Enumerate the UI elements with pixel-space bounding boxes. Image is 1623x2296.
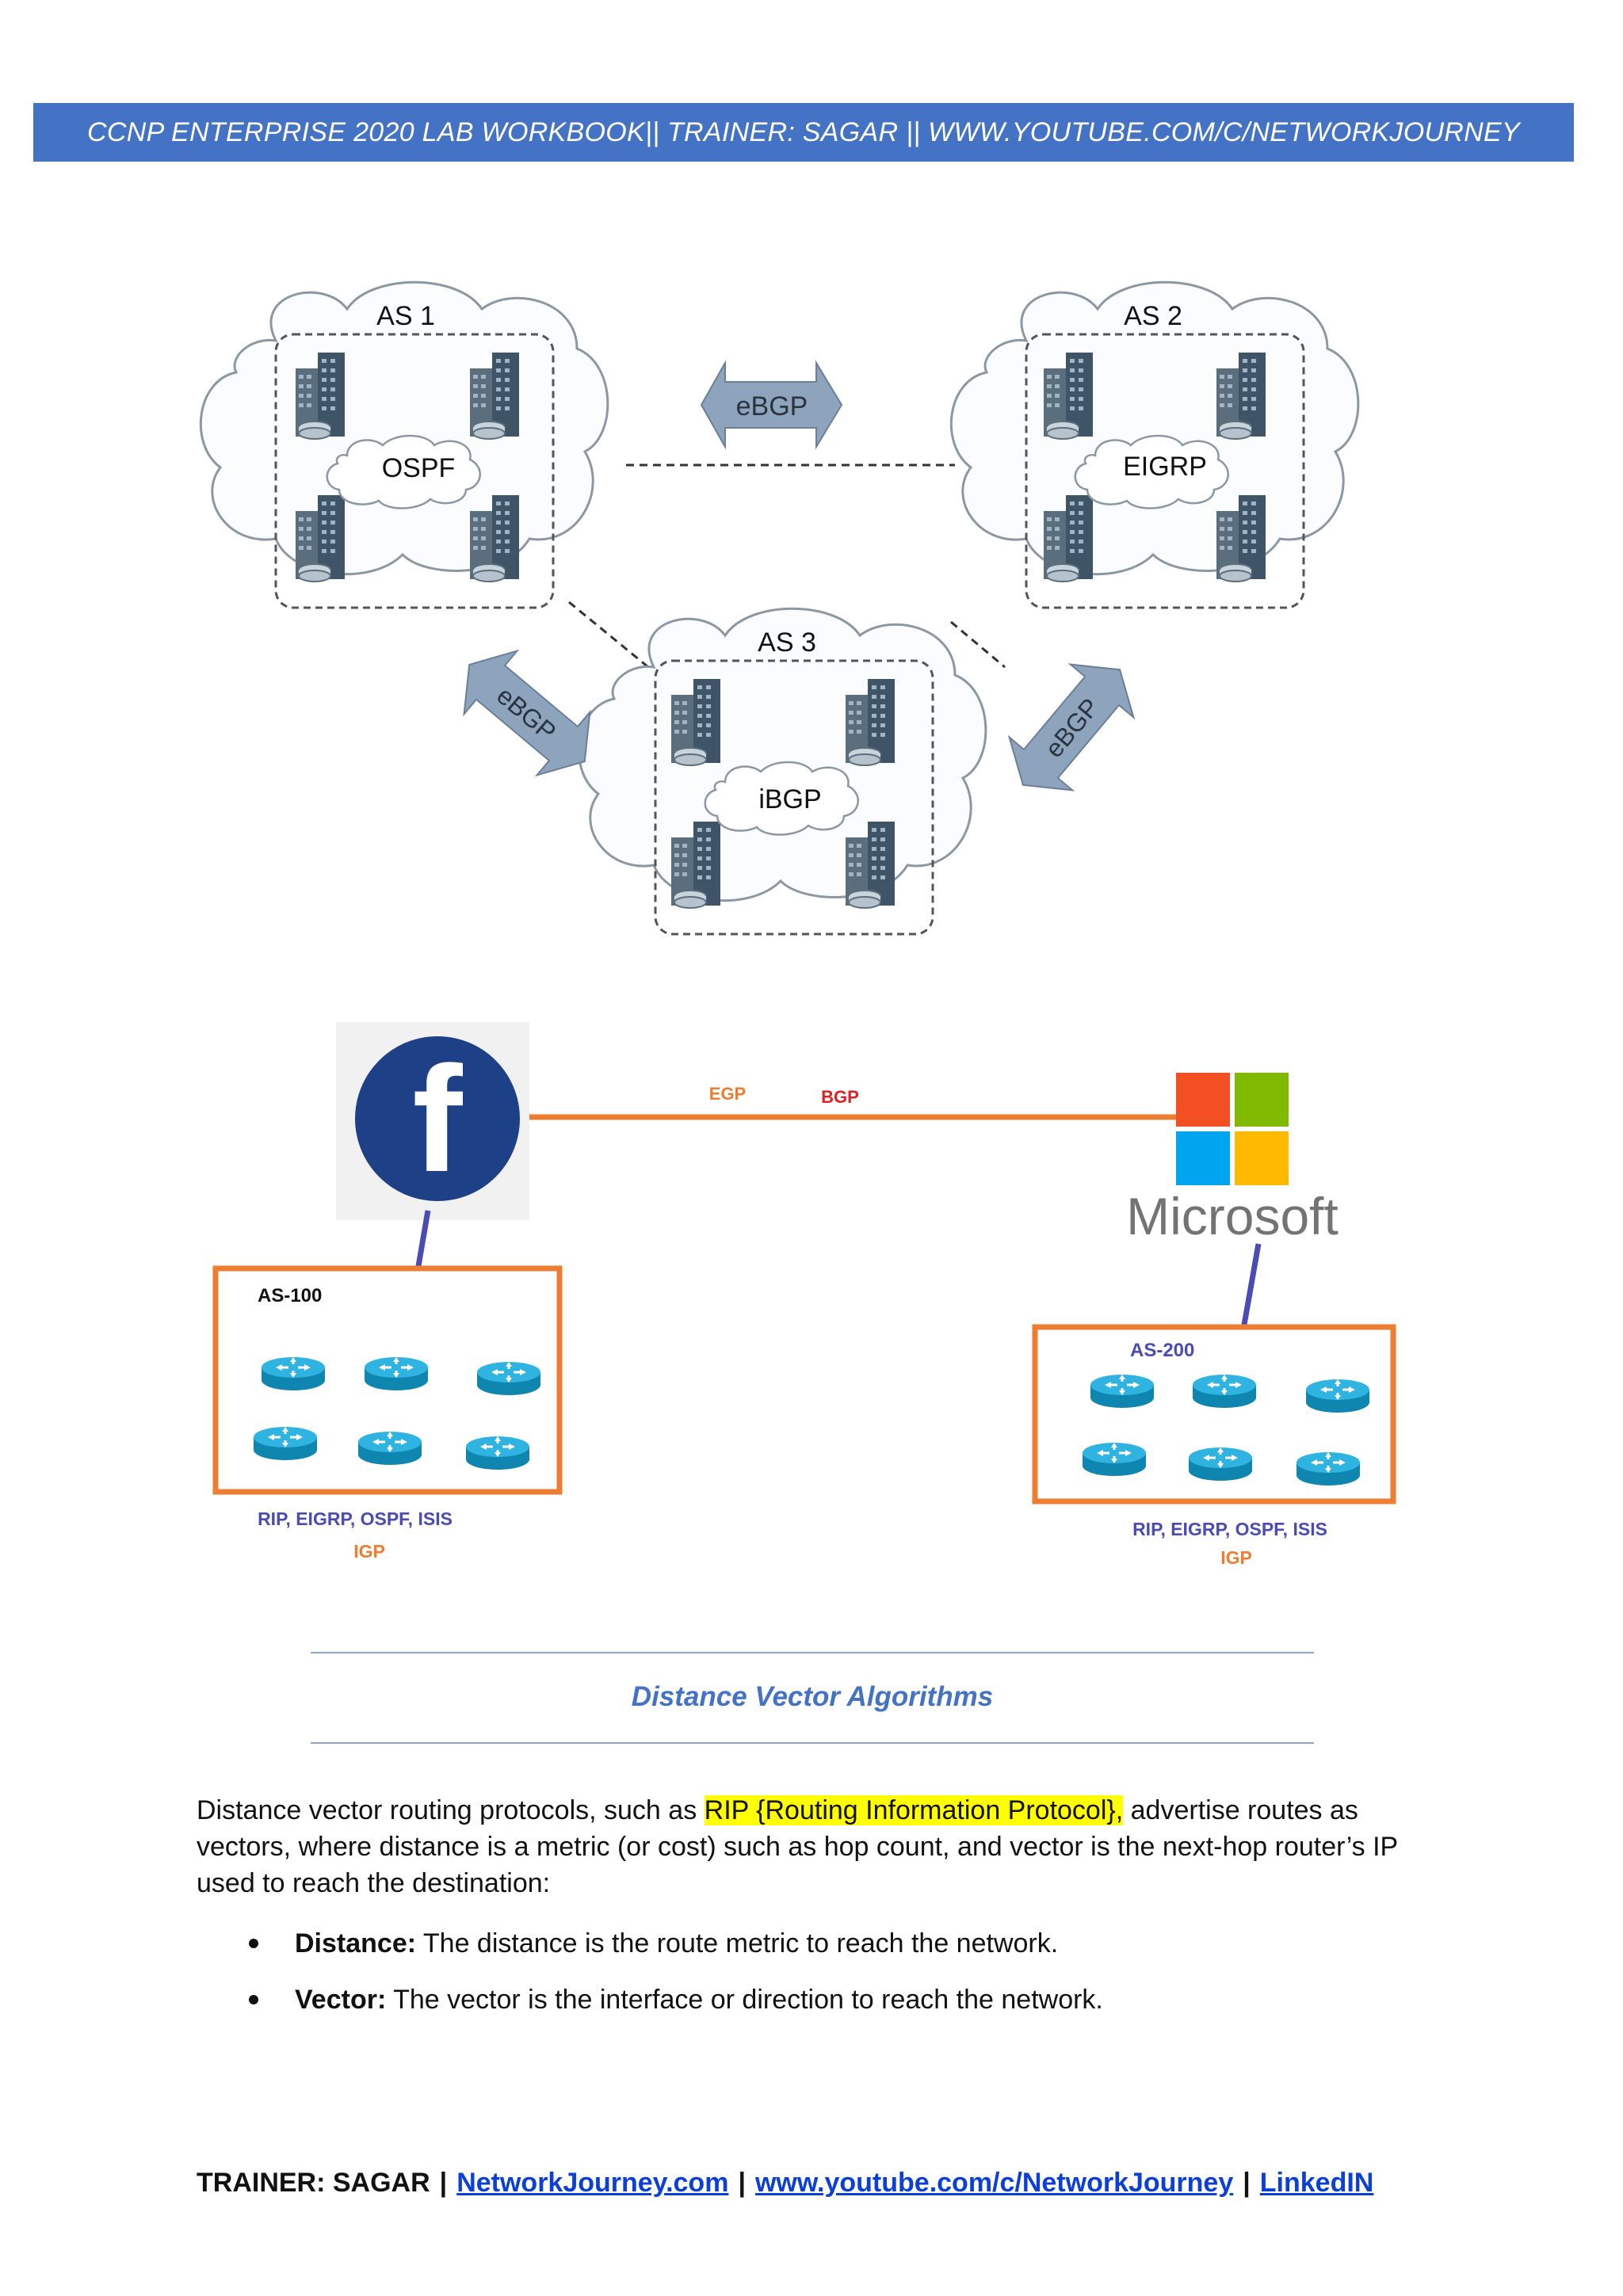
section-rule-top [311,1652,1314,1653]
bullet-text: The distance is the route metric to reac… [416,1928,1059,1958]
router-icon [363,1356,430,1392]
bullet-term: Distance: [295,1928,417,1958]
as2-label: AS 2 [1124,301,1182,331]
footer-link-networkjourney[interactable]: NetworkJourney.com [456,2168,729,2198]
as3-cloud [577,607,987,936]
footer: TRAINER: SAGAR | NetworkJourney.com | www.yo… [197,2168,1373,2199]
as1-protocol: OSPF [382,453,456,483]
router-icon [1187,1446,1254,1482]
network-figures: AS 1 OSPF AS 2 EIGRP AS 3 iBGP eBGP eBGP… [199,280,1396,1568]
as200-protocols: RIP, EIGRP, OSPF, ISIS [1132,1519,1327,1539]
ebgp-arrow-left: eBGP [463,649,591,777]
egp-label: EGP [709,1084,746,1104]
body-paragraph: Distance vector routing protocols, such … [197,1792,1433,1901]
router-icon [252,1425,319,1462]
bullet-term: Vector: [295,1985,387,2015]
footer-separator: | [1243,2168,1251,2198]
bullet-vector: Vector: The vector is the interface or d… [197,1981,1433,2018]
footer-link-linkedin[interactable]: LinkedIN [1259,2168,1374,2198]
as100-label: AS-100 [258,1285,322,1306]
router-icon [1295,1451,1361,1487]
rip-highlight: RIP {Routing Information Protocol}, [704,1795,1124,1825]
facebook-logo: f [336,1022,529,1220]
as200-type: IGP [1220,1547,1252,1568]
router-icon [1081,1441,1148,1478]
section-rule-bottom [311,1742,1314,1744]
as100-box: AS-100 [212,1265,563,1495]
router-icon [357,1430,423,1466]
microsoft-logo: Microsoft [1126,1073,1338,1245]
as2-protocol: EIGRP [1123,452,1207,482]
as200-label: AS-200 [1130,1340,1194,1361]
as3-label: AS 3 [758,627,816,658]
as100-type: IGP [353,1541,385,1562]
footer-link-youtube[interactable]: www.youtube.com/c/NetworkJourney [754,2168,1234,2198]
as1-cloud [199,280,609,609]
para-text: Distance vector routing protocols, such … [197,1795,705,1825]
footer-separator: | [738,2168,746,2198]
bullet-text: The vector is the interface or direction… [386,1985,1103,2015]
section-title: Distance Vector Algorithms [631,1681,994,1712]
bgp-label: BGP [821,1087,859,1107]
svg-text:eBGP: eBGP [736,391,808,421]
svg-text:Microsoft: Microsoft [1126,1187,1338,1245]
ebgp-arrow-right: eBGP [1007,663,1136,791]
as3-protocol: iBGP [758,784,821,814]
router-icon [464,1435,531,1471]
bullet-dot [249,1939,258,1948]
para-text: advertise routes as vectors, where dista… [197,1795,1398,1898]
ebgp-arrow-top: eBGP [700,360,843,450]
as100-protocols: RIP, EIGRP, OSPF, ISIS [258,1508,453,1529]
fb-as100-link [415,1210,431,1267]
as1-as3-link [568,601,649,669]
svg-text:f: f [412,1035,463,1203]
header-banner: CCNP ENTERPRISE 2020 LAB WORKBOOK|| TRAI… [33,103,1574,162]
router-icon [1304,1378,1371,1414]
router-icon [475,1360,542,1397]
bullet-dot [249,1995,258,2004]
router-icon [260,1356,327,1392]
bullet-list: Distance: The distance is the route metr… [197,1925,1433,2038]
router-icon [1191,1373,1258,1409]
router-icon [1089,1373,1155,1409]
as2-as3-link [950,620,1006,669]
footer-separator: | [439,2168,448,2198]
ms-as200-link [1241,1243,1262,1325]
bullet-distance: Distance: The distance is the route metr… [197,1925,1433,1962]
footer-trainer: TRAINER: SAGAR [197,2168,430,2198]
as1-label: AS 1 [376,301,435,331]
as200-box: AS-200 [1032,1324,1396,1505]
as2-cloud [949,280,1360,609]
